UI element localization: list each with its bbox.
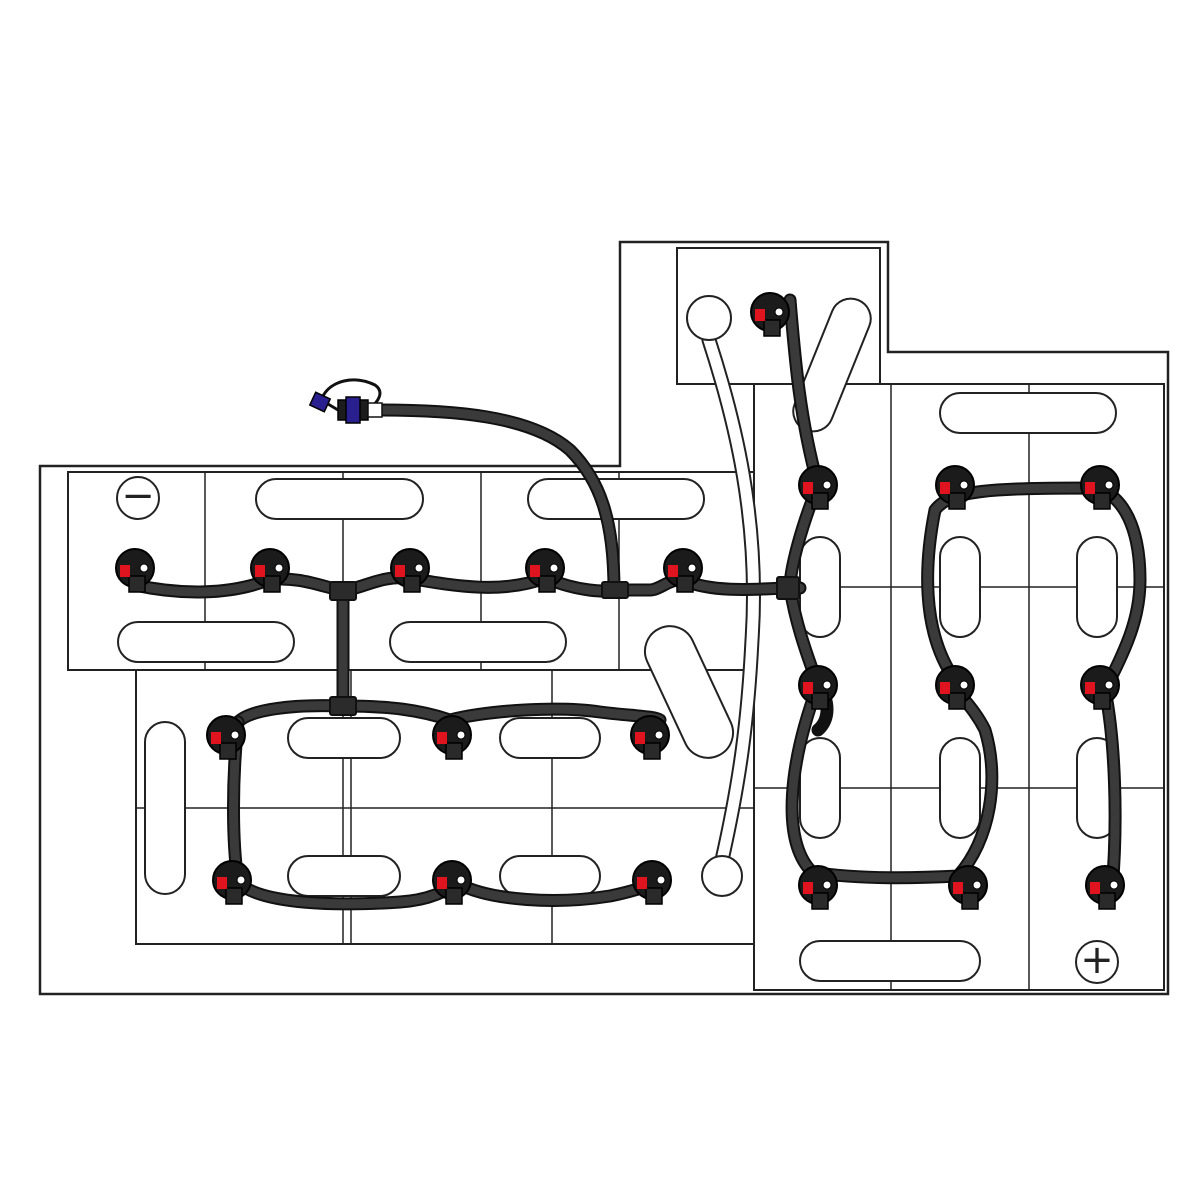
float-valve [525, 548, 565, 593]
float-valve-red-marker [755, 309, 765, 321]
float-valve [206, 715, 246, 760]
float-valve-red-marker [953, 882, 963, 894]
vent-slot [144, 721, 186, 895]
tee-fitting [329, 581, 357, 601]
float-valve [935, 665, 975, 710]
white-hose-end-cap [686, 295, 732, 341]
vent-slot [939, 737, 981, 839]
float-valve-red-marker [530, 565, 540, 577]
float-valve [1085, 865, 1125, 910]
float-valve-red-marker [211, 732, 221, 744]
float-valve-red-marker [635, 732, 645, 744]
white-vent-hose [686, 295, 761, 897]
vent-slots [117, 297, 1118, 982]
negative-terminal: − [116, 473, 160, 520]
float-valve-red-marker [395, 565, 405, 577]
tee-fitting [776, 576, 800, 600]
float-valve [798, 865, 838, 910]
tee-fitting [601, 581, 629, 599]
float-valve [935, 465, 975, 510]
float-valve-red-marker [637, 877, 647, 889]
float-valve [250, 548, 290, 593]
float-valve-red-marker [255, 565, 265, 577]
vent-slot [287, 855, 401, 897]
inlet-cap-blue [308, 391, 332, 413]
float-valve [115, 548, 155, 593]
float-valve-red-marker [803, 482, 813, 494]
inlet-connector [308, 378, 383, 424]
float-valves [115, 292, 1125, 910]
float-valve-red-marker [120, 565, 130, 577]
tee-fittings [329, 576, 800, 716]
vent-slot [939, 392, 1117, 434]
vent-slot [287, 717, 401, 759]
vent-slot [799, 940, 981, 982]
float-valve [390, 548, 430, 593]
float-valve-red-marker [1085, 482, 1095, 494]
float-valve [630, 715, 670, 760]
vent-slot [499, 717, 601, 759]
positive-terminal-symbol: + [1080, 937, 1114, 983]
float-valve [798, 465, 838, 510]
vent-slot [1076, 536, 1118, 638]
vent-slot [939, 536, 981, 638]
float-valve [432, 715, 472, 760]
float-valve-red-marker [668, 565, 678, 577]
float-valve-red-marker [217, 877, 227, 889]
tee-fitting [329, 696, 357, 716]
float-valve-red-marker [437, 877, 447, 889]
float-valve-red-marker [940, 482, 950, 494]
float-valve [663, 548, 703, 593]
negative-terminal-symbol: − [121, 473, 155, 519]
float-valve [750, 292, 790, 337]
quick-connector-blue [345, 396, 361, 424]
white-hose-end-cap [701, 855, 743, 897]
float-valve [1080, 465, 1120, 510]
float-valve-red-marker [940, 682, 950, 694]
float-valve-red-marker [1090, 882, 1100, 894]
float-valve [948, 865, 988, 910]
float-valve-red-marker [803, 882, 813, 894]
float-valve-red-marker [803, 682, 813, 694]
float-valve-red-marker [1085, 682, 1095, 694]
vent-slot [643, 625, 735, 759]
float-valve [212, 860, 252, 905]
float-valve-red-marker [437, 732, 447, 744]
float-valve [1080, 665, 1120, 710]
vent-slot [255, 478, 424, 520]
vent-slot [527, 478, 705, 520]
positive-terminal: + [1075, 937, 1119, 984]
float-valve [798, 665, 838, 710]
vent-slot [799, 737, 841, 839]
vent-slot [117, 621, 295, 663]
vent-slot [499, 855, 601, 897]
vent-slot [389, 621, 567, 663]
float-valve [632, 860, 672, 905]
float-valve [432, 860, 472, 905]
